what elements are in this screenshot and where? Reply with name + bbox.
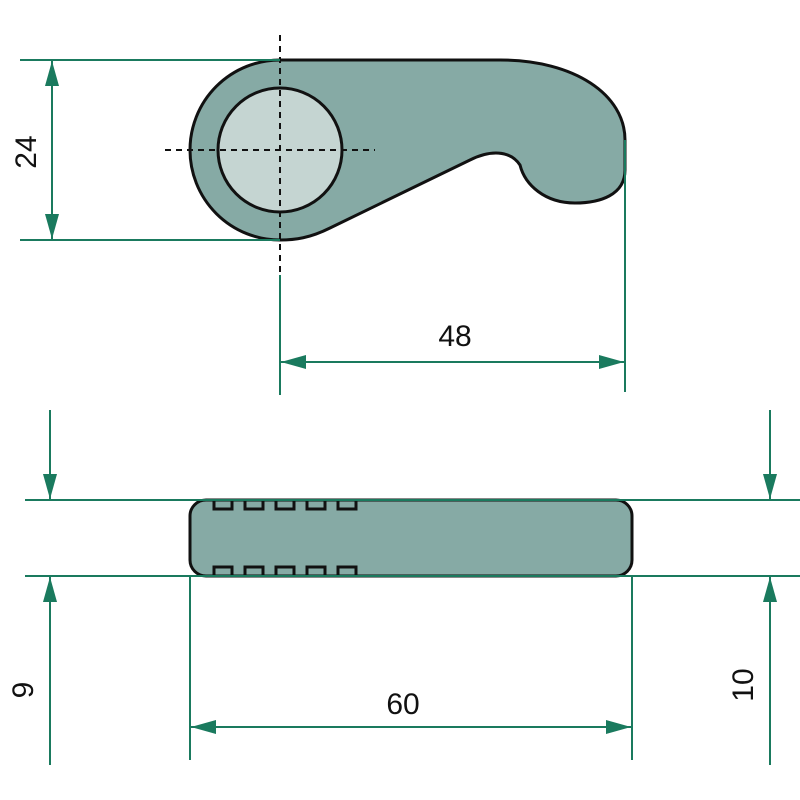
dimension-label-48: 48 xyxy=(438,320,471,353)
dimension-10: 10 xyxy=(727,410,777,765)
part-side-view xyxy=(188,498,634,578)
part-top-view xyxy=(165,35,627,275)
dimension-60: 60 xyxy=(189,576,633,760)
dimension-label-9: 9 xyxy=(7,682,40,699)
dimension-24: 24 xyxy=(10,59,280,241)
dimension-label-10: 10 xyxy=(727,668,760,701)
dimension-label-24: 24 xyxy=(10,135,43,168)
dimension-48: 48 xyxy=(279,140,626,395)
dimension-9: 9 xyxy=(7,410,57,765)
dimension-label-60: 60 xyxy=(386,688,419,721)
